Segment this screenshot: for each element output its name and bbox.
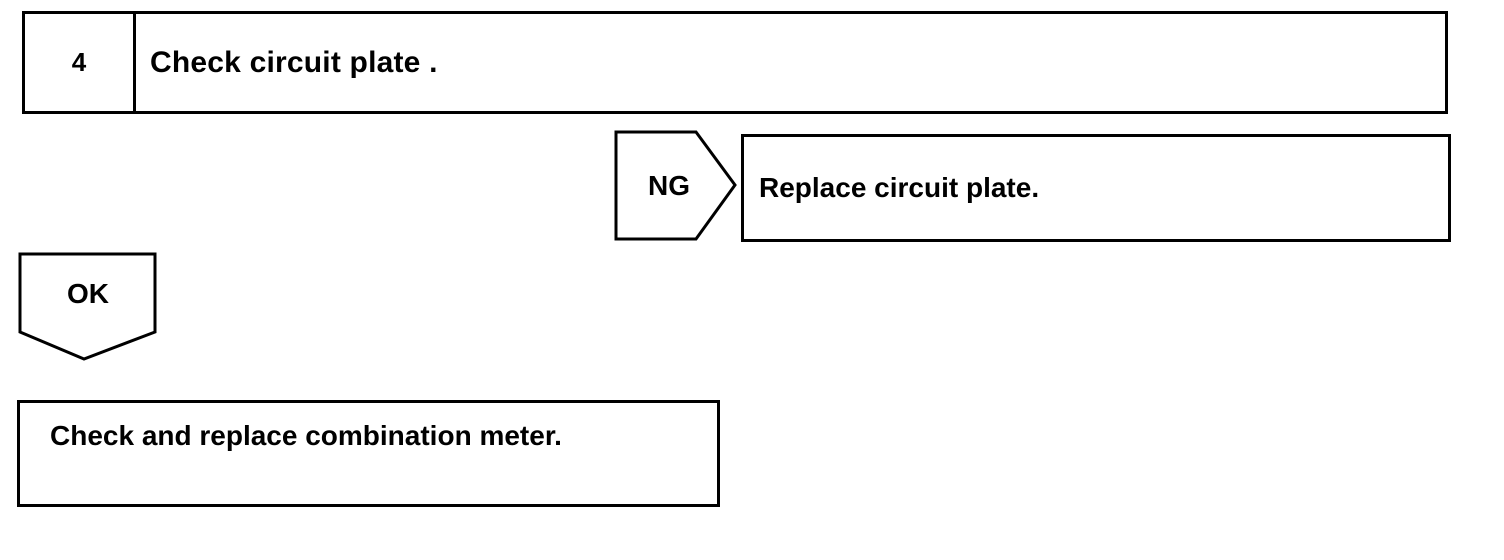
ng-arrow-shape xyxy=(614,130,737,241)
ng-action-box: Replace circuit plate. xyxy=(741,134,1451,242)
ng-arrow-badge xyxy=(614,130,737,241)
ok-arrow-badge xyxy=(18,252,157,361)
ng-action-text: Replace circuit plate. xyxy=(759,172,1040,203)
ok-action-box: Check and replace combination meter. xyxy=(17,400,720,507)
step-number: 4 xyxy=(25,14,136,111)
ok-label: OK xyxy=(67,278,109,309)
ok-action-text: Check and replace combination meter. xyxy=(50,420,562,451)
step-title: Check circuit plate . xyxy=(150,45,438,79)
ng-label: NG xyxy=(648,169,690,201)
ok-arrow-shape xyxy=(18,252,157,361)
step-header-box: 4 Check circuit plate . xyxy=(22,11,1448,114)
